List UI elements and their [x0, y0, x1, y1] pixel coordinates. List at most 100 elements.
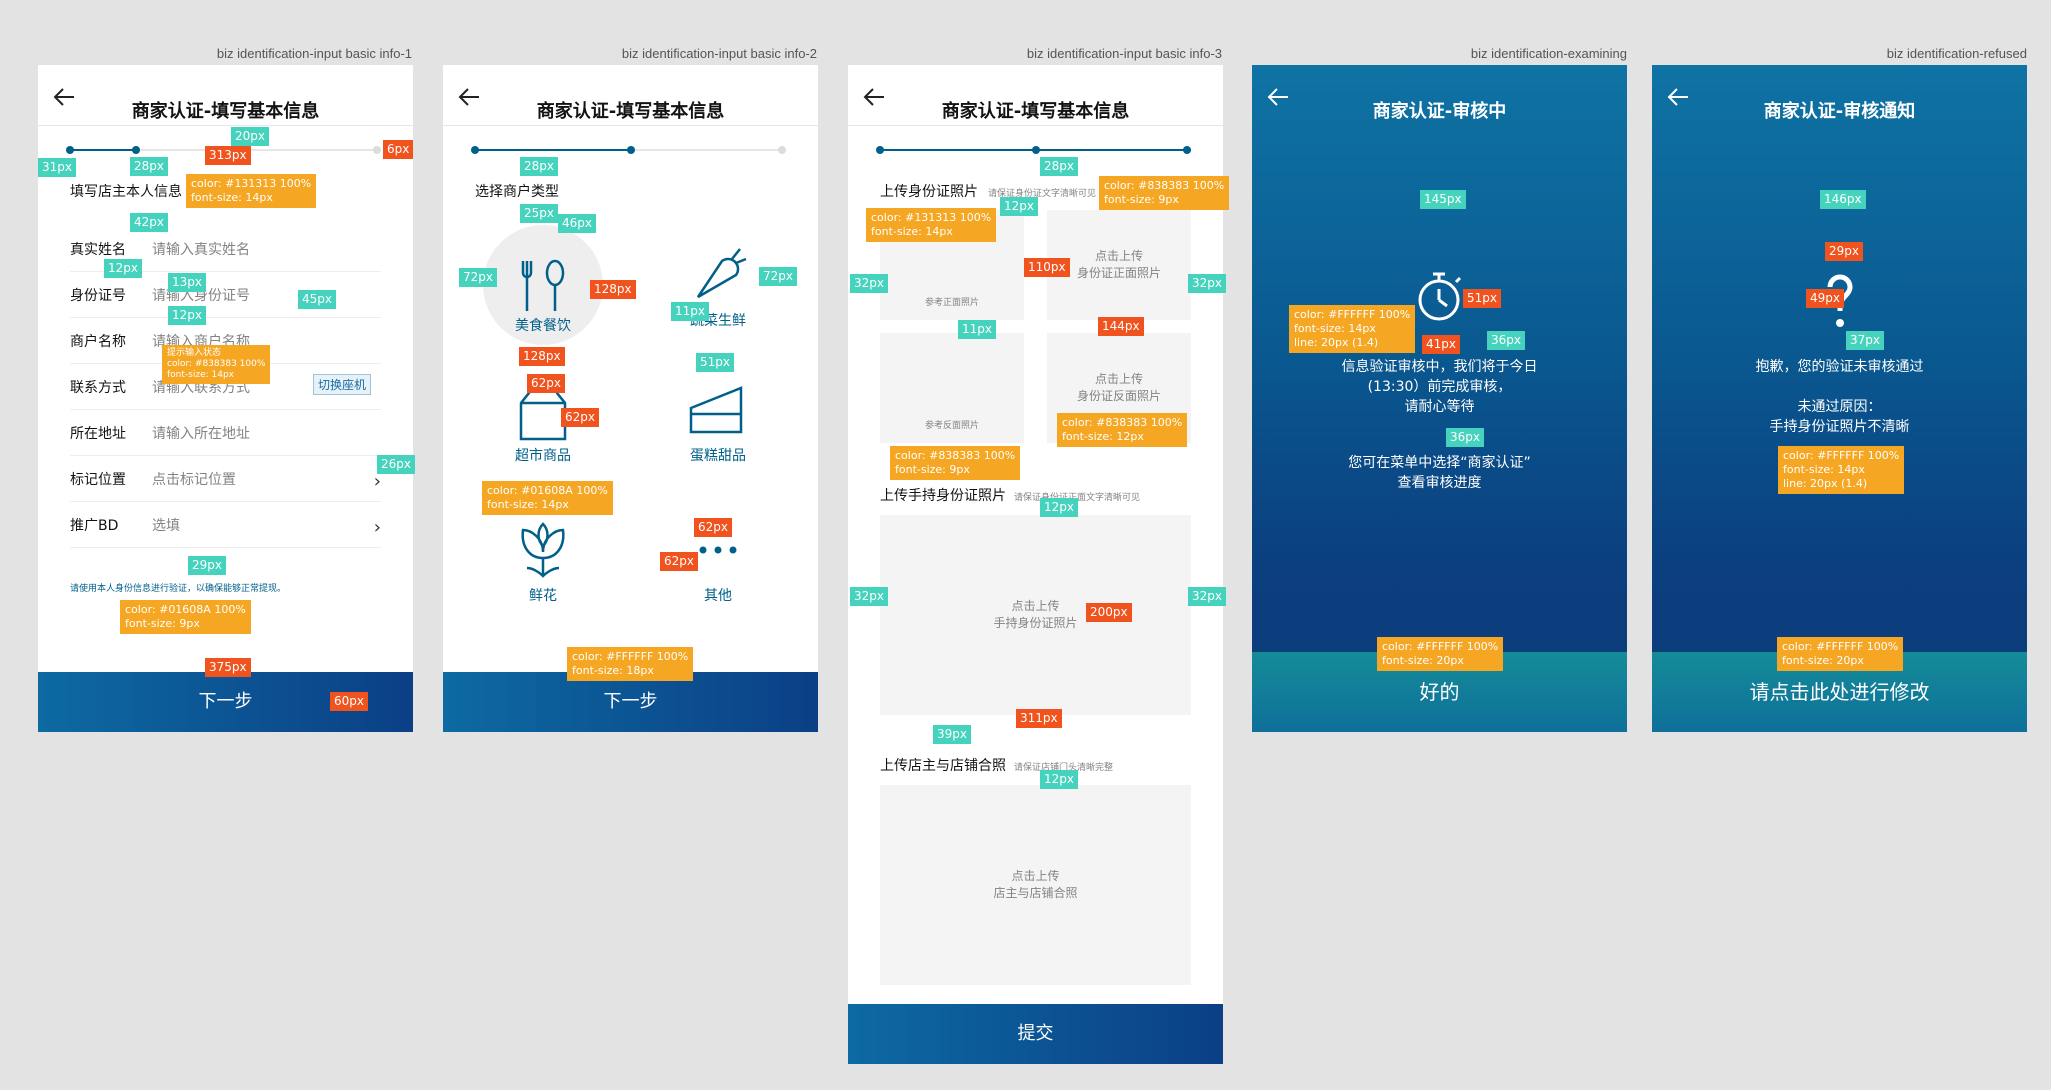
spacing-annotation: 20px: [231, 127, 269, 146]
spacing-annotation: 39px: [933, 725, 971, 744]
nav-bar: 商家认证-填写基本信息: [38, 65, 413, 126]
spacing-annotation: 128px: [519, 347, 565, 366]
row-label: 商户名称: [70, 334, 126, 350]
progress-bar: [876, 146, 1191, 154]
row-label: 推广BD: [70, 518, 119, 534]
style-annotation: color: #838383 100% font-size: 9px: [1099, 176, 1230, 210]
spacing-annotation: 11px: [958, 320, 996, 339]
upload-caption: 点击上传 身份证正面照片: [1076, 249, 1161, 280]
style-annotation: color: #838383 100% font-size: 12px: [1057, 413, 1188, 447]
spacing-annotation: 72px: [459, 268, 497, 287]
cake-icon: [658, 375, 778, 445]
spacing-annotation: 46px: [558, 214, 596, 233]
progress-dot: [1032, 146, 1040, 154]
form-row-location[interactable]: 标记位置 点击标记位置 ›: [70, 455, 381, 502]
spacing-annotation: 72px: [759, 267, 797, 286]
spacing-annotation: 13px: [168, 273, 206, 292]
row-label: 真实姓名: [70, 242, 126, 258]
spacing-annotation: 62px: [527, 374, 565, 393]
progress-dot: [373, 146, 381, 154]
progress-fill: [475, 149, 631, 151]
form-row-id[interactable]: 身份证号请输入身份证号: [70, 271, 381, 318]
style-annotation: color: #FFFFFF 100% font-size: 20px: [1377, 637, 1504, 671]
spacing-annotation: 62px: [561, 408, 599, 427]
chevron-right-icon: ›: [373, 517, 381, 538]
back-arrow-icon[interactable]: [1264, 83, 1292, 111]
style-annotation: color: #FFFFFF 100% font-size: 18px: [567, 647, 694, 681]
spacing-annotation: 12px: [1040, 498, 1078, 517]
spacing-annotation: 200px: [1086, 603, 1132, 622]
back-arrow-icon[interactable]: [455, 83, 483, 111]
style-annotation: color: #838383 100% font-size: 9px: [890, 446, 1021, 480]
spacing-annotation: 28px: [1040, 157, 1078, 176]
id-back-reference: 参考反面照片: [880, 333, 1024, 443]
upload-id-front[interactable]: 点击上传 身份证正面照片: [1047, 210, 1191, 320]
spacing-annotation: 32px: [850, 274, 888, 293]
spacing-annotation: 28px: [520, 157, 558, 176]
location-input[interactable]: 点击标记位置: [152, 472, 236, 488]
bd-input[interactable]: 选填: [152, 518, 180, 534]
spacing-annotation: 110px: [1024, 258, 1070, 277]
spacing-annotation: 49px: [1806, 289, 1844, 308]
spacing-annotation: 37px: [1846, 331, 1884, 350]
address-input[interactable]: 请输入所在地址: [152, 426, 250, 442]
switch-landline-button[interactable]: 切换座机: [312, 374, 371, 395]
back-arrow-icon[interactable]: [50, 83, 78, 111]
category-label: 蛋糕甜品: [690, 448, 746, 464]
next-button[interactable]: 下一步: [443, 672, 818, 732]
form-row-bd[interactable]: 推广BD 选填 ›: [70, 501, 381, 548]
form-row-contact[interactable]: 联系方式请输入联系方式切换座机: [70, 363, 381, 410]
page-title: 商家认证-填写基本信息: [131, 101, 320, 122]
page-title: 商家认证-审核通知: [1763, 101, 1916, 122]
screen-label-5: biz identification-refused: [1886, 46, 2027, 61]
category-cake[interactable]: 蛋糕甜品: [658, 375, 778, 465]
back-arrow-icon[interactable]: [1664, 83, 1692, 111]
progress-dot: [66, 146, 74, 154]
screen-label-4: biz identification-examining: [1470, 46, 1627, 61]
section-hint: 请保证身份证文字清晰可见: [988, 189, 1097, 199]
row-label: 标记位置: [70, 472, 126, 488]
id-input[interactable]: 请输入身份证号: [152, 288, 250, 304]
row-label: 所在地址: [70, 426, 126, 442]
progress-dot: [876, 146, 884, 154]
spacing-annotation: 62px: [660, 552, 698, 571]
spacing-annotation: 313px: [205, 146, 251, 165]
section-title-id: 上传身份证照片: [880, 184, 978, 200]
submit-button[interactable]: 提交: [848, 1004, 1223, 1064]
back-arrow-icon[interactable]: [860, 83, 888, 111]
section-title: 填写店主本人信息: [70, 184, 182, 200]
style-annotation: color: #131313 100% font-size: 14px: [186, 174, 317, 208]
spacing-annotation: 36px: [1446, 428, 1484, 447]
category-flowers[interactable]: 鲜花: [483, 515, 603, 605]
spacing-annotation: 25px: [520, 204, 558, 223]
examining-hint: 您可在菜单中选择“商家认证” 查看审核进度: [1348, 455, 1531, 491]
spacing-annotation: 12px: [168, 306, 206, 325]
page-title: 商家认证-审核中: [1372, 101, 1507, 122]
spacing-annotation: 11px: [671, 302, 709, 321]
upload-shop-photo[interactable]: 点击上传 店主与店铺合照: [880, 785, 1191, 985]
name-input[interactable]: 请输入真实姓名: [152, 242, 250, 258]
form-row-name[interactable]: 真实姓名 请输入真实姓名: [70, 225, 381, 272]
screen-label-1: biz identification-input basic info-1: [216, 46, 412, 61]
fork-spoon-icon: [483, 225, 603, 345]
spacing-annotation: 62px: [694, 518, 732, 537]
screen-basic-info-2: 商家认证-填写基本信息 选择商户类型 美食餐饮 蔬菜生鲜 超市商品 蛋糕甜品: [443, 65, 818, 732]
progress-bar: [471, 146, 786, 154]
style-annotation: 提示输入状态 color: #838383 100% font-size: 14…: [162, 345, 271, 384]
screen-label-3: biz identification-input basic info-3: [1026, 46, 1222, 61]
spacing-annotation: 29px: [1825, 242, 1863, 261]
nav-bar: 商家认证-审核通知: [1652, 65, 2027, 125]
upload-caption: 点击上传 身份证反面照片: [1076, 372, 1161, 403]
progress-dot: [1183, 146, 1191, 154]
contact-input[interactable]: 请输入联系方式: [152, 380, 250, 396]
category-food[interactable]: 美食餐饮: [483, 225, 603, 345]
upload-id-hold[interactable]: 点击上传 手持身份证照片: [880, 515, 1191, 715]
category-other[interactable]: 其他: [658, 515, 778, 605]
chevron-right-icon: ›: [373, 471, 381, 492]
spacing-annotation: 311px: [1016, 709, 1062, 728]
style-annotation: color: #FFFFFF 100% font-size: 14px line…: [1289, 305, 1416, 353]
category-label: 美食餐饮: [515, 318, 571, 334]
refused-message: 抱歉，您的验证未审核通过: [1755, 359, 1924, 375]
progress-fill: [70, 149, 139, 151]
form-row-address[interactable]: 所在地址 请输入所在地址: [70, 409, 381, 456]
